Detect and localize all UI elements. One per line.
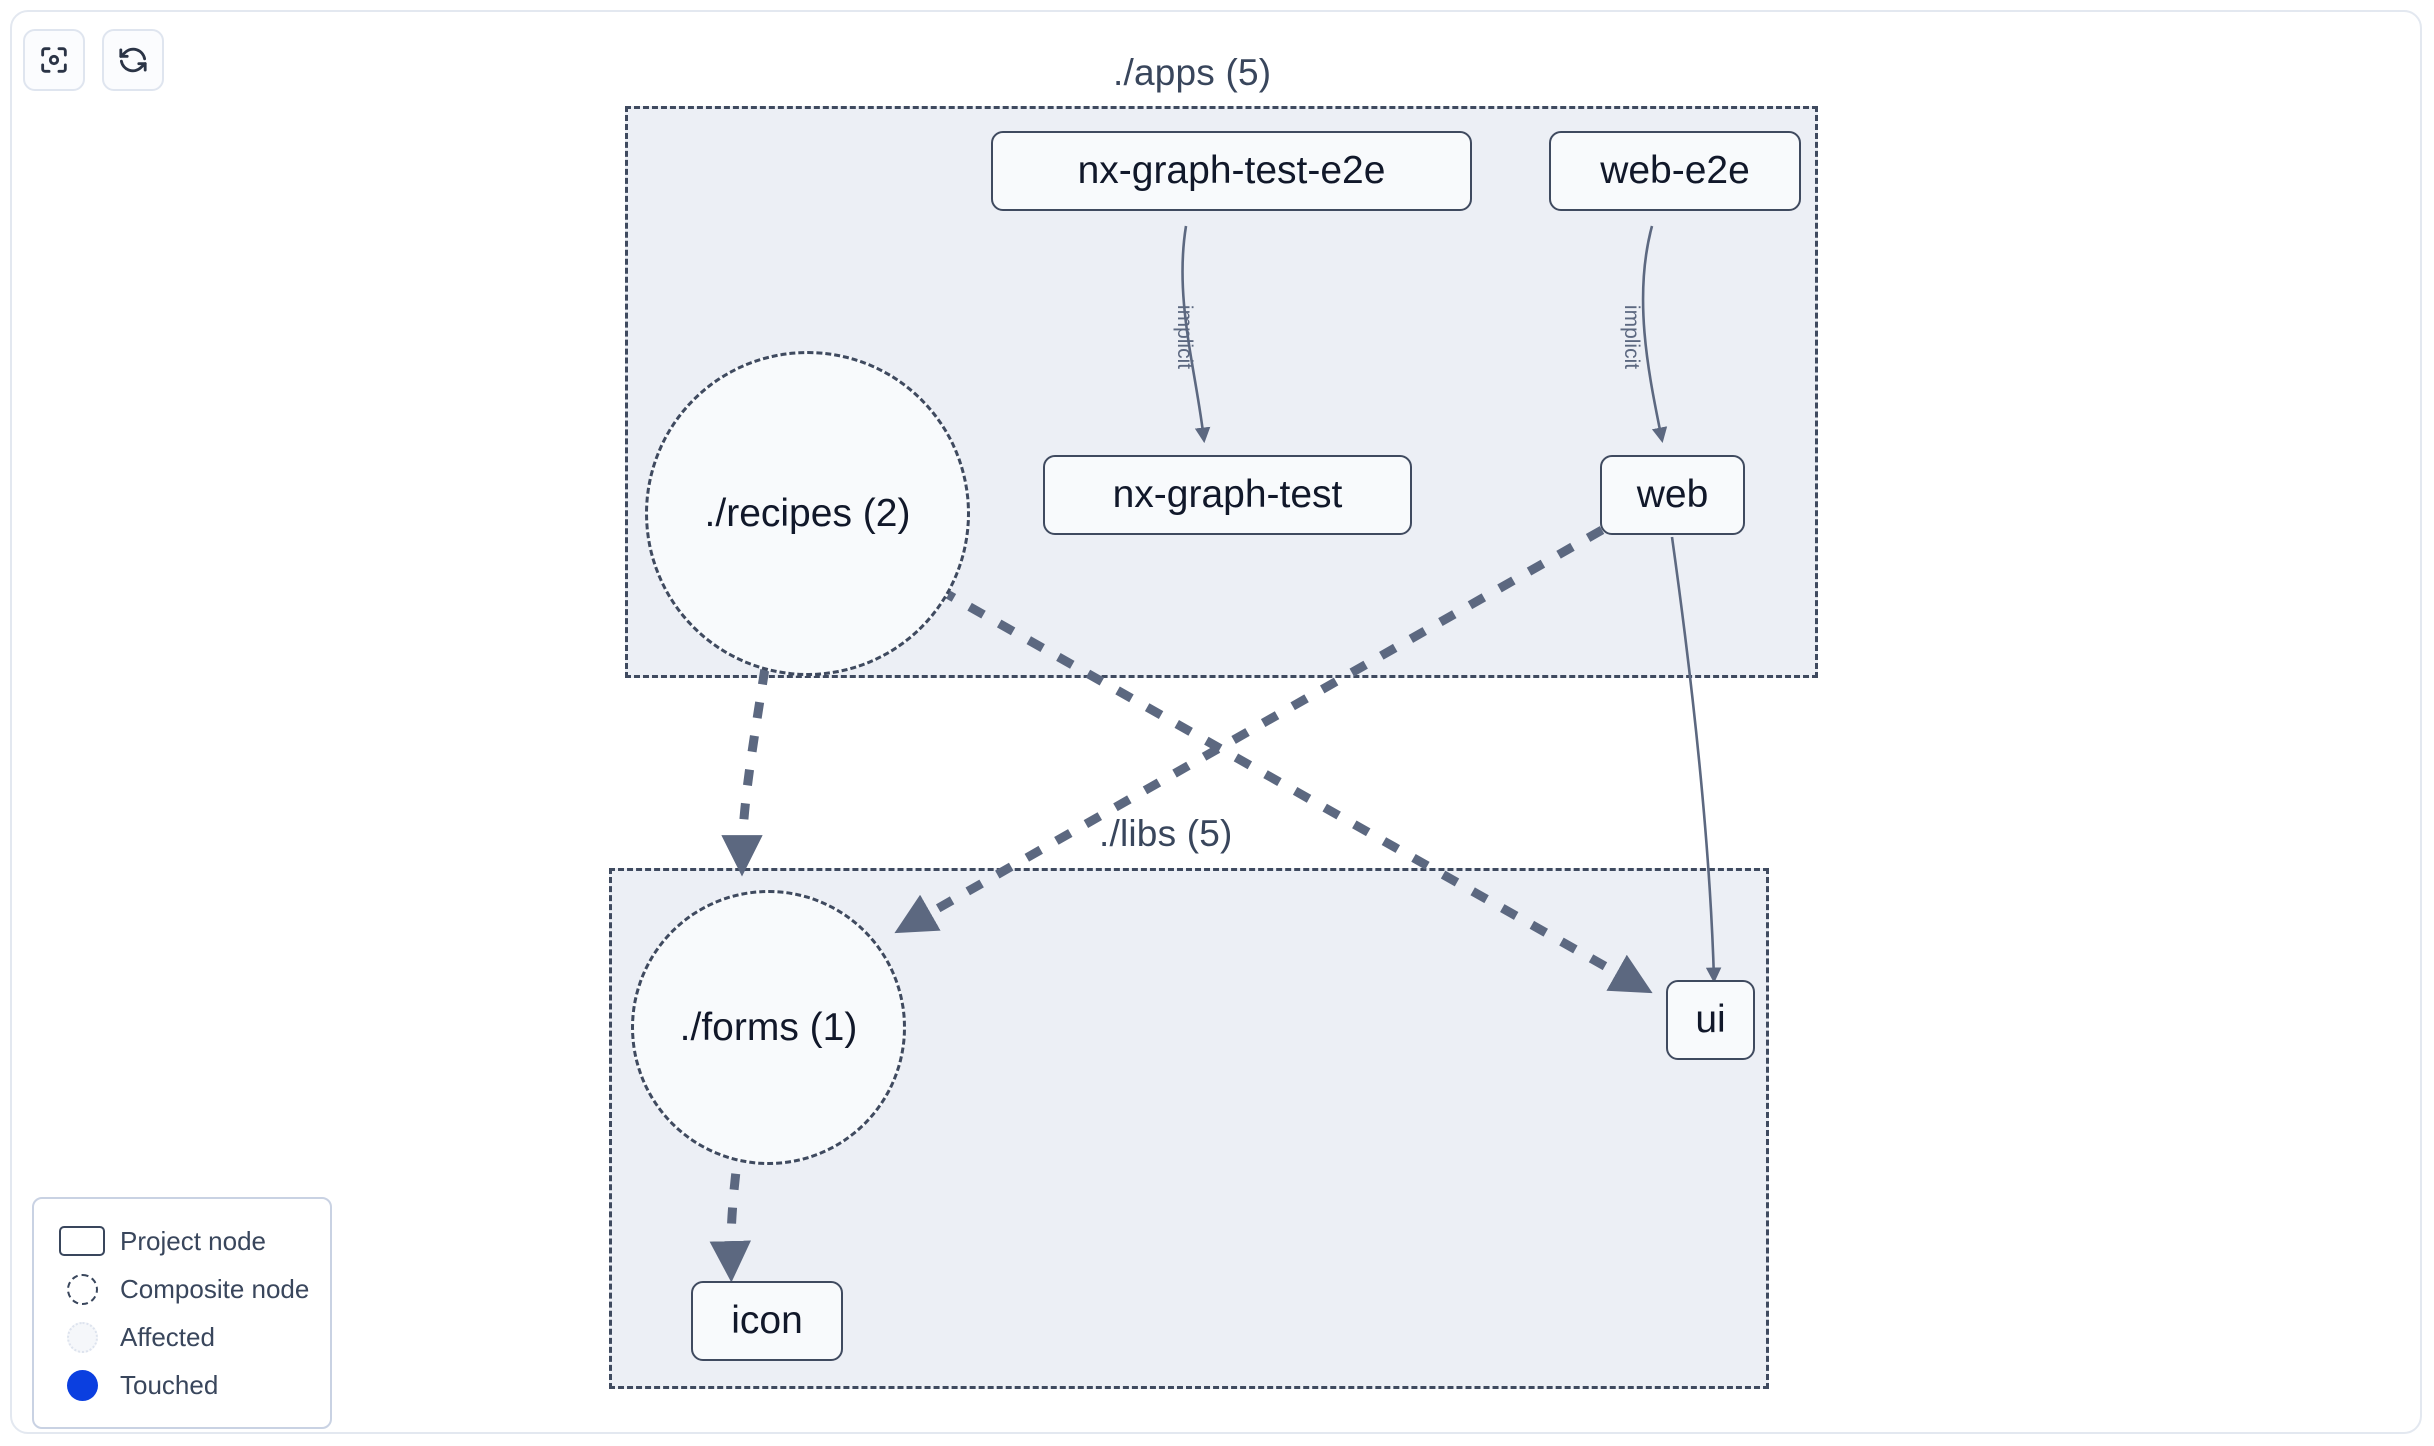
node-web-e2e[interactable]: web-e2e (1549, 131, 1801, 211)
edge-label-implicit-2: implicit (1620, 304, 1643, 370)
legend-item-composite-node: Composite node (54, 1265, 310, 1313)
project-node-key-icon (54, 1226, 110, 1256)
refresh-graph-button[interactable] (102, 29, 164, 91)
refresh-icon (116, 43, 150, 77)
node-icon[interactable]: icon (691, 1281, 843, 1361)
legend-label: Affected (120, 1321, 215, 1352)
composite-node-key-icon (54, 1273, 110, 1305)
node-label: ./recipes (2) (704, 491, 911, 535)
group-label-libs: ./libs (5) (1099, 813, 1233, 854)
node-label: ./forms (1) (679, 1005, 858, 1049)
legend-item-touched: Touched (54, 1361, 310, 1409)
touched-key-icon (54, 1369, 110, 1401)
group-label-apps: ./apps (5) (1113, 52, 1272, 93)
focus-graph-button[interactable] (23, 29, 85, 91)
legend-item-affected: Affected (54, 1313, 310, 1361)
node-label: web (1636, 473, 1709, 516)
graph-legend: Project node Composite node Affected Tou… (32, 1197, 332, 1429)
node-forms[interactable]: ./forms (1) (631, 890, 906, 1165)
legend-item-project-node: Project node (54, 1217, 310, 1265)
node-web[interactable]: web (1600, 455, 1745, 535)
node-nx-graph-test[interactable]: nx-graph-test (1043, 455, 1412, 535)
legend-label: Composite node (120, 1273, 310, 1304)
legend-label: Project node (120, 1225, 266, 1256)
node-label: web-e2e (1600, 149, 1750, 192)
legend-label: Touched (120, 1369, 219, 1400)
affected-key-icon (54, 1321, 110, 1353)
node-ui[interactable]: ui (1666, 980, 1755, 1060)
node-nx-graph-test-e2e[interactable]: nx-graph-test-e2e (991, 131, 1472, 211)
node-recipes[interactable]: ./recipes (2) (645, 351, 970, 676)
edge-label-implicit-1: implicit (1173, 304, 1196, 370)
graph-toolbar (23, 29, 164, 91)
node-label: icon (731, 1299, 803, 1342)
node-label: ui (1695, 998, 1726, 1041)
focus-target-icon (37, 43, 71, 77)
node-label: nx-graph-test-e2e (1077, 149, 1386, 192)
node-label: nx-graph-test (1112, 473, 1343, 516)
